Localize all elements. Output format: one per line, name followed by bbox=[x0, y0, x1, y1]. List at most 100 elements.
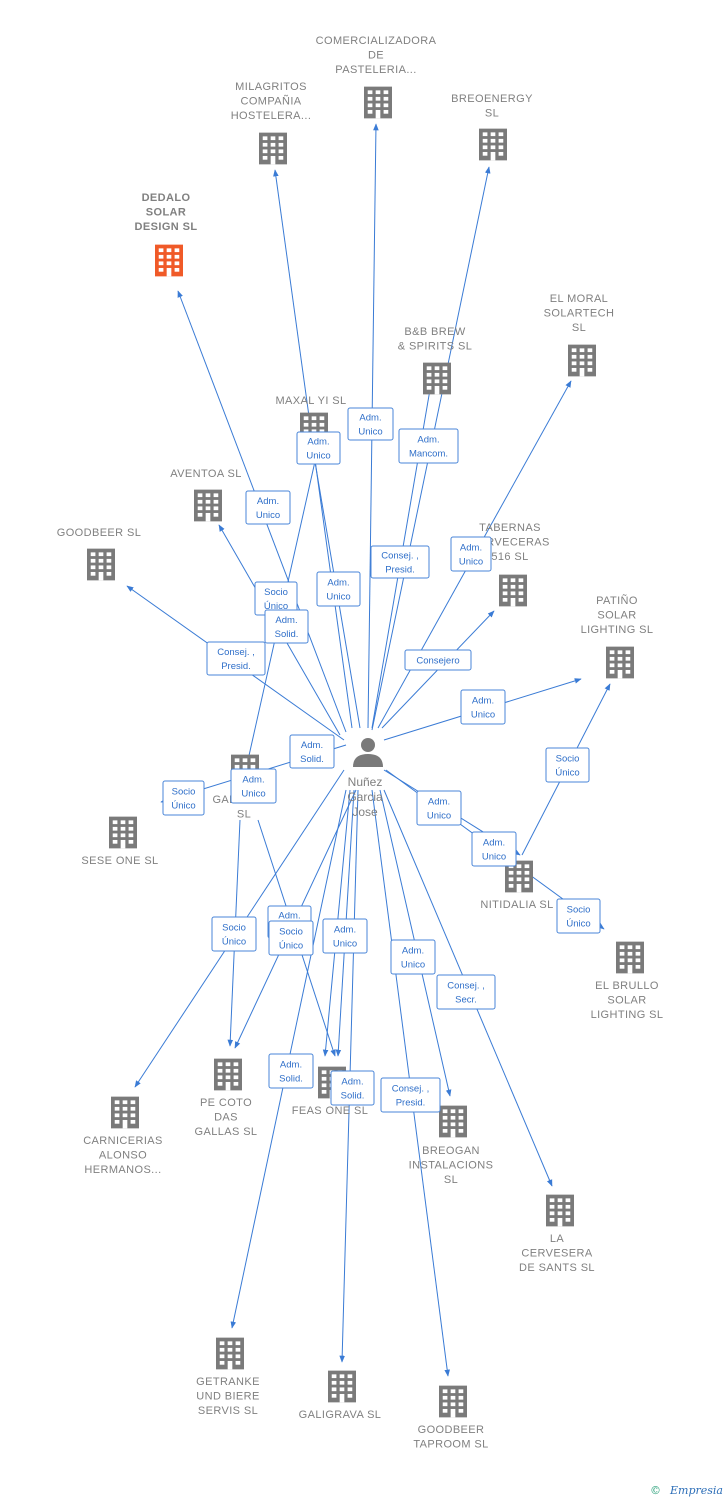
building-icon bbox=[216, 1337, 244, 1370]
company-label: & SPIRITS SL bbox=[398, 341, 473, 353]
company-node-breoenergy[interactable]: BREOENERGY SL bbox=[451, 93, 533, 161]
building-icon bbox=[364, 86, 392, 119]
company-label: SL bbox=[485, 108, 499, 120]
company-label: SOLAR bbox=[607, 995, 646, 1007]
copyright-symbol: © bbox=[650, 1484, 661, 1497]
company-node-goodbeer-taproom[interactable]: GOODBEER TAPROOM SL bbox=[413, 1385, 488, 1451]
company-label: DEDALO bbox=[142, 192, 191, 204]
role-text: Adm. bbox=[257, 496, 279, 507]
company-label: TABERNAS bbox=[479, 522, 541, 534]
role-text: Unico bbox=[333, 939, 357, 950]
company-label: LA bbox=[550, 1233, 565, 1245]
role-text: Adm. bbox=[359, 413, 381, 424]
company-node-pe-coto[interactable]: PE COTO DAS GALLAS SL bbox=[195, 1058, 258, 1138]
company-node-nitidalia[interactable]: NITIDALIA SL bbox=[480, 860, 553, 911]
role-text: Adm. bbox=[341, 1077, 363, 1088]
company-node-aventoa[interactable]: AVENTOA SL bbox=[170, 468, 241, 522]
person-name: Garcia bbox=[347, 790, 383, 804]
role-text: Adm. bbox=[280, 1060, 302, 1071]
role-text: Único bbox=[222, 937, 246, 948]
company-label: FEAS ONE SL bbox=[292, 1105, 369, 1117]
company-label: MILAGRITOS bbox=[235, 81, 307, 93]
company-label: SL bbox=[572, 322, 586, 334]
company-label: GALIGRAVA SL bbox=[299, 1409, 382, 1421]
company-label: SERVIS SL bbox=[198, 1405, 258, 1417]
role-text: Único bbox=[555, 768, 579, 779]
company-node-el-moral[interactable]: EL MORAL SOLARTECH SL bbox=[544, 293, 615, 377]
role-label: Consej. ,Secr. bbox=[436, 974, 496, 1010]
company-label: BREOGAN bbox=[422, 1145, 480, 1157]
brand-logo[interactable]: Empresia bbox=[669, 1484, 723, 1497]
role-text: Presid. bbox=[221, 661, 251, 672]
footer: © Empresia bbox=[650, 1484, 723, 1497]
role-text: Adm. bbox=[327, 578, 349, 589]
role-text: Unico bbox=[482, 852, 506, 863]
role-label: Adm.Solid. bbox=[289, 734, 335, 769]
company-label: LIGHTING SL bbox=[591, 1009, 664, 1021]
company-node-carnicerias[interactable]: CARNICERIASALONSOHERMANOS... bbox=[83, 1096, 163, 1176]
role-text: Adm. bbox=[417, 435, 439, 446]
role-text: Unico bbox=[241, 789, 265, 800]
building-icon bbox=[423, 362, 451, 395]
company-label: AVENTOA SL bbox=[170, 468, 241, 480]
company-label: COMERCIALIZADORA bbox=[316, 35, 437, 47]
company-label: B&B BREW bbox=[404, 326, 465, 338]
company-node-sese-one[interactable]: SESE ONE SL bbox=[81, 816, 158, 867]
building-icon bbox=[214, 1058, 242, 1091]
building-icon bbox=[606, 646, 634, 679]
role-text: Adm. bbox=[334, 925, 356, 936]
role-text: Consej. , bbox=[381, 551, 419, 562]
company-label: COMPAÑIA bbox=[240, 95, 301, 108]
role-text: Solid. bbox=[341, 1091, 365, 1102]
company-label: SESE ONE SL bbox=[81, 855, 158, 867]
company-label: MAXAL YI SL bbox=[275, 395, 346, 407]
company-label: TAPROOM SL bbox=[413, 1439, 488, 1451]
company-label: PASTELERIA... bbox=[335, 64, 416, 76]
company-nodes: COMERCIALIZADORA DE PASTELERIA... MILAGRITO… bbox=[57, 35, 664, 1451]
role-label: Adm.Unico bbox=[390, 939, 436, 975]
company-node-milagritos[interactable]: MILAGRITOSCOMPAÑIAHOSTELERA... bbox=[231, 81, 312, 165]
company-node-maxal-yi[interactable]: MAXAL YI SL bbox=[275, 395, 346, 445]
role-text: Unico bbox=[459, 557, 483, 568]
company-node-bb-brew[interactable]: B&B BREW & SPIRITS SL bbox=[398, 326, 473, 395]
company-label: DE bbox=[368, 50, 384, 62]
company-label: GALLAS SL bbox=[195, 1126, 258, 1138]
role-labels: Adm.UnicoAdm.UnicoAdm.Mancom.Adm.UnicoAd… bbox=[162, 407, 601, 1113]
role-text: Adm. bbox=[242, 775, 264, 786]
role-text: Unico bbox=[471, 710, 495, 721]
company-label: SOLAR bbox=[597, 610, 636, 622]
role-text: Presid. bbox=[396, 1098, 426, 1109]
company-label: SOLARTECH bbox=[544, 308, 615, 320]
role-label: Consejero bbox=[404, 649, 472, 671]
company-node-galigrava[interactable]: GALIGRAVA SL bbox=[299, 1370, 382, 1421]
role-text: Consejero bbox=[416, 656, 459, 667]
role-label: Adm.Solid. bbox=[264, 609, 309, 644]
company-label: PE COTO bbox=[200, 1097, 252, 1109]
role-text: Socio bbox=[279, 927, 303, 938]
company-label: GOODBEER bbox=[418, 1424, 485, 1436]
company-label: DAS bbox=[214, 1112, 238, 1124]
role-text: Unico bbox=[401, 960, 425, 971]
role-label: Adm.Unico bbox=[471, 831, 517, 867]
building-icon bbox=[111, 1096, 139, 1129]
company-node-feas-one[interactable]: FEAS ONE SL bbox=[292, 1066, 369, 1117]
company-label: DE SANTS SL bbox=[519, 1262, 595, 1274]
company-label: SL bbox=[237, 809, 251, 821]
role-text: Mancom. bbox=[409, 449, 448, 460]
company-label: BREOENERGY bbox=[451, 93, 533, 105]
company-label: EL MORAL bbox=[550, 293, 608, 305]
company-label: DESIGN SL bbox=[135, 221, 198, 233]
company-label: HERMANOS... bbox=[84, 1164, 161, 1176]
company-node-goodbeer[interactable]: GOODBEER SL bbox=[57, 527, 141, 581]
company-node-comercializadora[interactable]: COMERCIALIZADORA DE PASTELERIA... bbox=[316, 35, 437, 119]
